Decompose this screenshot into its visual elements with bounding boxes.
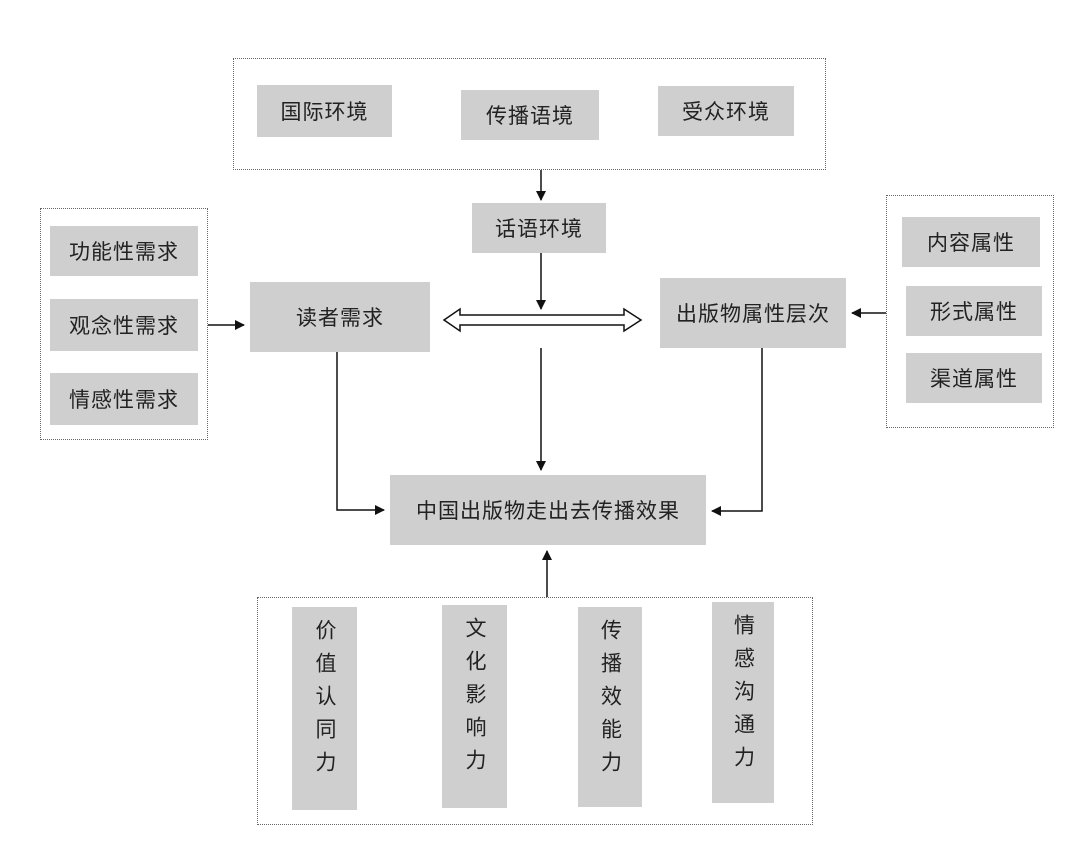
discourse-environment-box: 话语环境 xyxy=(472,203,606,253)
channel-attribute-box: 渠道属性 xyxy=(906,353,1042,403)
publication-attributes-group xyxy=(886,195,1054,428)
functional-need-box: 功能性需求 xyxy=(50,226,198,276)
emotional-communication-box: 情感沟通力 xyxy=(712,602,774,803)
emotional-need-box: 情感性需求 xyxy=(50,373,198,425)
double-arrow-reader-publication xyxy=(442,307,643,333)
form-attribute-box: 形式属性 xyxy=(906,286,1042,336)
environment-group xyxy=(233,58,826,170)
content-attribute-box: 内容属性 xyxy=(902,217,1040,267)
arrow-reader-to-effect xyxy=(336,352,385,515)
effects-group xyxy=(257,597,813,825)
cultural-influence-box: 文化影响力 xyxy=(442,605,507,808)
value-identification-box: 价值认同力 xyxy=(292,607,357,810)
reader-demand-box: 读者需求 xyxy=(250,282,430,352)
audience-environment-box: 受众环境 xyxy=(658,86,794,136)
cultural-influence-label: 文化影响力 xyxy=(463,617,487,782)
publication-attribute-level-box: 出版物属性层次 xyxy=(660,278,846,348)
international-environment-box: 国际环境 xyxy=(257,85,392,137)
arrow-publication-to-effect xyxy=(711,348,763,516)
communication-efficacy-box: 传播效能力 xyxy=(578,607,642,807)
communication-context-box: 传播语境 xyxy=(461,90,599,140)
reader-needs-group xyxy=(40,208,208,440)
communication-effect-box: 中国出版物走出去传播效果 xyxy=(390,475,706,545)
value-identification-label: 价值认同力 xyxy=(313,619,337,784)
conceptual-need-box: 观念性需求 xyxy=(50,299,198,351)
emotional-communication-label: 情感沟通力 xyxy=(731,614,756,779)
communication-efficacy-label: 传播效能力 xyxy=(598,619,623,784)
